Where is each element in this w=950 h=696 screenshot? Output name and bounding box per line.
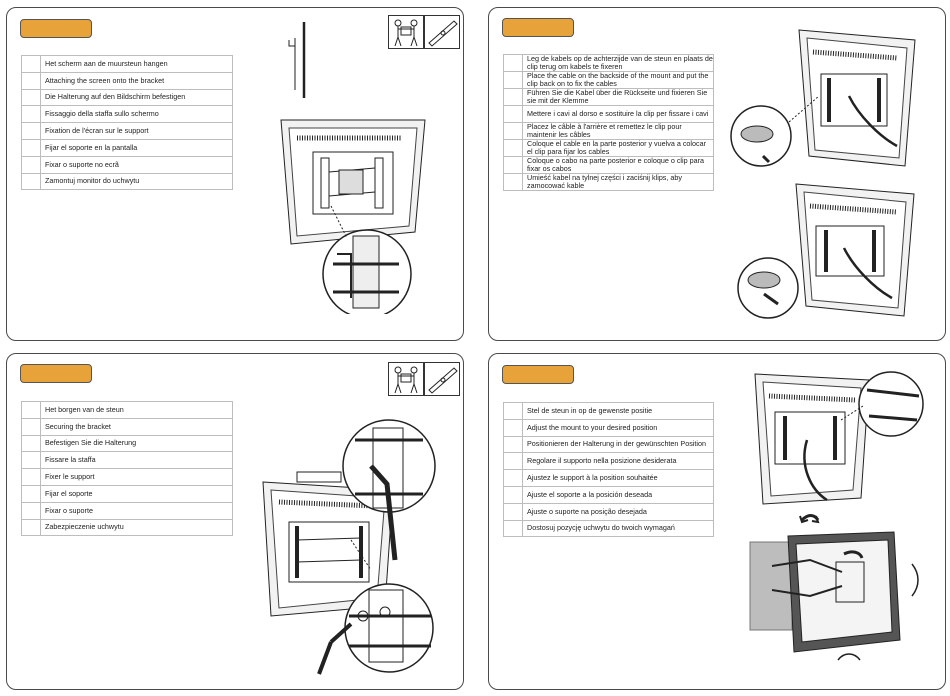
step-text: Place the cable on the backside of the m…: [522, 71, 714, 89]
step-text: Ajuste el soporte a la posición deseada: [522, 485, 714, 504]
side-view-illustration: [288, 22, 306, 98]
step-text: Coloque o cabo na parte posterior e colo…: [522, 155, 714, 174]
step-text: Zamontuj monitor do uchwytu: [40, 172, 233, 191]
instruction-table: Het scherm aan de muursteun hangen Attac…: [21, 55, 233, 191]
table-row: Securing the bracket: [21, 417, 233, 436]
step-text: Dostosuj pozycję uchwytu do twoich wymag…: [522, 519, 714, 538]
table-row: Umieść kabel na tylnej części i zaciśnij…: [503, 172, 714, 191]
table-row: Coloque el cable en la parte posterior y…: [503, 138, 714, 157]
step-text: Fixer le support: [40, 468, 233, 486]
table-row: Adjust the mount to your desired positio…: [503, 418, 714, 437]
table-row: Mettere i cavi al dorso e sostituire la …: [503, 105, 714, 123]
table-row: Zabezpieczenie uchwytu: [21, 518, 233, 537]
step-text: Fixation de l'écran sur le support: [40, 122, 233, 140]
panel-secure-bracket: Het borgen van de steun Securing the bra…: [6, 353, 464, 690]
instruction-table: Leg de kabels op de achterzijde van de s…: [503, 54, 714, 191]
step-text: Coloque el cable en la parte posterior y…: [522, 138, 714, 157]
table-row: Ajustez le support à la position souhait…: [503, 469, 714, 487]
table-row: Leg de kabels op de achterzijde van de s…: [503, 54, 714, 72]
two-person-lift-icon: [388, 362, 424, 396]
step-text: Fijar el soporte: [40, 484, 233, 503]
table-row: Fixar o suporte no ecrã: [21, 155, 233, 174]
table-row: Place the cable on the backside of the m…: [503, 71, 714, 89]
table-row: Placez le câble à l'arrière et remettez …: [503, 121, 714, 140]
table-row: Fixer le support: [21, 468, 233, 486]
secure-bracket-illustration: [262, 419, 436, 675]
step-tag: [20, 19, 92, 38]
tilt-swivel-illustration: [749, 514, 919, 661]
step-text: Umieść kabel na tylnej części i zaciśnij…: [522, 172, 714, 191]
table-row: Fixar o suporte: [21, 501, 233, 520]
step-text: Fijar el soporte en la pantalla: [40, 138, 233, 157]
step-text: Fissare la staffa: [40, 451, 233, 470]
step-text: Mettere i cavi al dorso e sostituire la …: [522, 105, 714, 123]
step-text: Placez le câble à l'arrière et remettez …: [522, 121, 714, 140]
step-text: Führen Sie die Kabel über die Rückseite …: [522, 88, 714, 106]
instruction-table: Stel de steun in op de gewenste positie …: [503, 402, 714, 538]
monitor-bracket-illustration: [280, 119, 426, 314]
table-row: Befestigen Sie die Halterung: [21, 434, 233, 453]
step-text: Stel de steun in op de gewenste positie: [522, 402, 714, 420]
cable-clip-illustration-2: [737, 183, 915, 319]
step-tag: [502, 18, 574, 37]
table-row: Ajuste o suporte na posição desejada: [503, 502, 714, 521]
level-tool-icon: [424, 362, 460, 396]
step-text: Die Halterung auf den Bildschirm befesti…: [40, 88, 233, 107]
table-row: Het borgen van de steun: [21, 401, 233, 419]
panel-cable-management: Leg de kabels op de achterzijde van de s…: [488, 7, 946, 341]
two-person-lift-icon: [388, 15, 424, 49]
step-text: Zabezpieczenie uchwytu: [40, 518, 233, 537]
step-tag: [502, 365, 574, 384]
table-row: Het scherm aan de muursteun hangen: [21, 55, 233, 73]
table-row: Dostosuj pozycję uchwytu do twoich wymag…: [503, 519, 714, 538]
panel-adjust-position: Stel de steun in op de gewenste positie …: [488, 353, 946, 690]
step-text: Adjust the mount to your desired positio…: [522, 418, 714, 437]
table-row: Fissare la staffa: [21, 451, 233, 470]
step-text: Het borgen van de steun: [40, 401, 233, 419]
table-row: Fissaggio della staffa sullo schermo: [21, 105, 233, 124]
step-text: Attaching the screen onto the bracket: [40, 71, 233, 90]
table-row: Ajuste el soporte a la posición deseada: [503, 485, 714, 504]
table-row: Zamontuj monitor do uchwytu: [21, 172, 233, 191]
table-row: Attaching the screen onto the bracket: [21, 71, 233, 90]
level-tool-icon: [424, 15, 460, 49]
table-row: Coloque o cabo na parte posterior e colo…: [503, 155, 714, 174]
step-text: Regolare il supporto nella posizione des…: [522, 452, 714, 471]
step-text: Ajustez le support à la position souhait…: [522, 469, 714, 487]
step-text: Fixar o suporte: [40, 501, 233, 520]
table-row: Fijar el soporte: [21, 484, 233, 503]
table-row: Regolare il supporto nella posizione des…: [503, 452, 714, 471]
table-row: Stel de steun in op de gewenste positie: [503, 402, 714, 420]
table-row: Positionieren der Halterung in der gewün…: [503, 435, 714, 454]
table-row: Die Halterung auf den Bildschirm befesti…: [21, 88, 233, 107]
table-row: Führen Sie die Kabel über die Rückseite …: [503, 88, 714, 106]
step-tag: [20, 364, 92, 383]
step-text: Positionieren der Halterung in der gewün…: [522, 435, 714, 454]
step-text: Leg de kabels op de achterzijde van de s…: [522, 54, 714, 72]
adjust-cable-illustration: [754, 371, 924, 505]
table-row: Fijar el soporte en la pantalla: [21, 138, 233, 157]
step-text: Befestigen Sie die Halterung: [40, 434, 233, 453]
panel-attach-screen: Het scherm aan de muursteun hangen Attac…: [6, 7, 464, 341]
step-text: Fixar o suporte no ecrã: [40, 155, 233, 174]
step-text: Ajuste o suporte na posição desejada: [522, 502, 714, 521]
step-text: Fissaggio della staffa sullo schermo: [40, 105, 233, 124]
instruction-table: Het borgen van de steun Securing the bra…: [21, 401, 233, 537]
table-row: Fixation de l'écran sur le support: [21, 122, 233, 140]
step-text: Het scherm aan de muursteun hangen: [40, 55, 233, 73]
cable-clip-illustration-1: [730, 29, 916, 167]
step-text: Securing the bracket: [40, 417, 233, 436]
